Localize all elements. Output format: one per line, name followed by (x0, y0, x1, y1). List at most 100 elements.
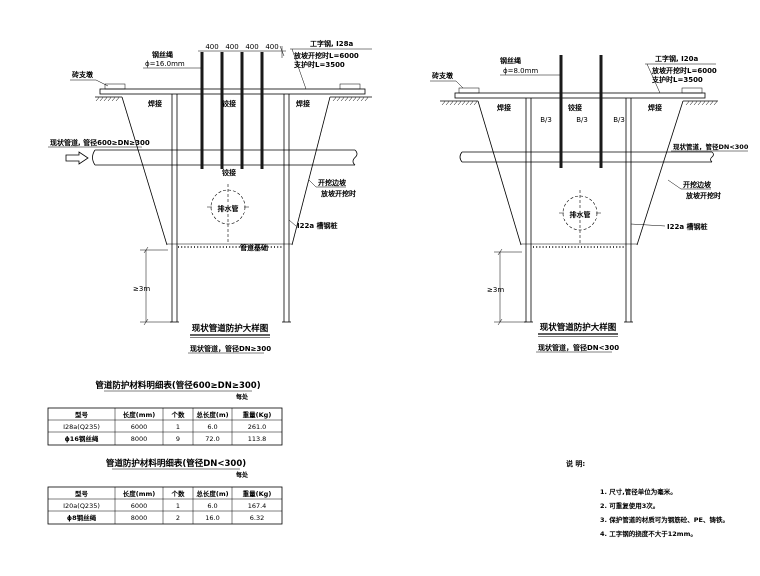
span-label: B/3 (540, 116, 552, 124)
pier-label: 砖支墩 (72, 70, 94, 79)
dimension-tick (497, 318, 503, 326)
slope-leader (667, 179, 682, 190)
dimension-label: 400 (225, 43, 238, 51)
beam-leader (646, 63, 661, 94)
wire-rope (240, 52, 244, 169)
slope-note: 放坡开挖时 (685, 191, 721, 200)
table-title: 管道防护材料明细表(管径600≥DN≥300) (95, 380, 260, 391)
depth-label: ≥3m (487, 286, 504, 294)
detail-subtitle: 现状管道，管径DN≥300 (190, 344, 271, 353)
weld-label-left: 焊接 (148, 99, 162, 108)
brick-pier-left (104, 83, 126, 90)
ground-hatch-mark (103, 97, 108, 102)
hinge-label-bottom: 铰接 (221, 168, 236, 177)
table-unit: 每处 (235, 471, 249, 479)
weld-label-right: 焊接 (296, 99, 310, 108)
beam-leader (291, 48, 307, 90)
table-cell: 2 (176, 514, 180, 522)
ground-hatch-mark (115, 97, 120, 102)
table-unit: 每处 (235, 393, 249, 401)
table-cell: 8000 (131, 514, 148, 522)
ground-hatch-mark (713, 101, 718, 106)
note-item: 4. 工字钢的挠度不大于12mm。 (600, 529, 697, 538)
weld-label-right: 焊接 (648, 103, 662, 112)
dimension-label: 400 (245, 43, 258, 51)
table-cell: 261.0 (248, 423, 267, 431)
rope-label: 钢丝绳 (152, 50, 173, 59)
pile-label: Ⅰ22a 槽钢桩 (667, 222, 708, 231)
ground-hatch-mark (693, 101, 698, 106)
ground-hatch-mark (95, 97, 100, 102)
table-cell: 1 (176, 423, 180, 431)
ground-hatch (441, 101, 478, 106)
pipe-label: 现状管道，管径DN<300 (673, 142, 749, 151)
note-item: 3. 保护管道的材质可为钢筋砼、PE、铸铁。 (600, 515, 729, 524)
table-header: 重量(Kg) (243, 410, 272, 419)
table-cell: 6.0 (207, 502, 217, 510)
ground-hatch-mark (107, 97, 112, 102)
table-cell: ϕ8钢丝绳 (67, 513, 97, 522)
table-header: 重量(Kg) (243, 489, 272, 498)
slope-label: 开挖边坡 (683, 180, 712, 189)
pipe-break (710, 151, 714, 163)
table-cell: 6.0 (207, 423, 217, 431)
table-header: 长度(mm) (123, 489, 156, 498)
brick-pier-right (339, 83, 361, 90)
table-cell: 8000 (131, 435, 148, 443)
dimension-tick (497, 248, 503, 256)
ground-hatch-mark (701, 101, 706, 106)
ground-hatch-mark (697, 101, 702, 106)
dimension-label: 400 (265, 43, 278, 51)
i-beam (99, 88, 366, 95)
ground-hatch-mark (336, 97, 341, 102)
beam-length-slope: 放坡开挖时L=6000 (293, 51, 359, 60)
weld-label-left: 焊接 (497, 103, 511, 112)
ground-hatch-mark (461, 101, 466, 106)
table-header: 个数 (171, 489, 186, 498)
foundation-label: 管道基础 (240, 243, 268, 252)
ground-hatch-mark (352, 97, 357, 102)
pier-label: 砖支墩 (432, 71, 454, 80)
detail-title: 现状管道防护大样图 (192, 323, 269, 334)
brick-pier-right (681, 87, 703, 94)
drain-label: 排水管 (218, 204, 239, 213)
ground-hatch-mark (344, 97, 349, 102)
rope-diameter: ϕ=16.0mm (145, 60, 185, 68)
ground-hatch-mark (465, 101, 470, 106)
notes-heading: 说 明: (566, 459, 585, 468)
dimension-tick (143, 318, 149, 326)
table-border (47, 407, 283, 446)
pile-leader (288, 219, 297, 227)
table-cell: 6.32 (250, 514, 264, 522)
brick-pier-left (458, 87, 480, 94)
hinge-label-top: 铰接 (221, 99, 236, 108)
ground-hatch-mark (685, 101, 690, 106)
ground-hatch-mark (453, 101, 458, 106)
ground-hatch-mark (360, 97, 365, 102)
ground-hatch-mark (356, 97, 361, 102)
flow-arrow-icon (65, 151, 89, 165)
beam-length-slope: 放坡开挖时L=6000 (651, 66, 717, 75)
ground-hatch-mark (689, 101, 694, 106)
table-header: 型号 (75, 410, 89, 419)
ground-hatch-mark (340, 97, 345, 102)
wire-rope (559, 55, 563, 168)
pipe-break (352, 149, 358, 166)
material-table-1: 管道防护材料明细表(管径600≥DN≥300) 每处 型号 长度(mm) 个数 … (47, 380, 283, 446)
i-beam (454, 92, 706, 99)
table-cell: ϕ16钢丝绳 (65, 434, 99, 443)
table-title: 管道防护材料明细表(管径DN<300) (106, 458, 246, 469)
excavation-slope-left (477, 100, 522, 246)
pile-leader (630, 223, 666, 227)
beam-length-support: 支护时L=3500 (651, 75, 703, 84)
left-detail: 400 400 400 400 钢丝绳 ϕ=16.0mm 工字钢, Ⅰ28a 放… (48, 39, 372, 354)
table-cell: 113.8 (248, 435, 267, 443)
table-header: 型号 (75, 489, 89, 498)
pier-leader (95, 79, 109, 87)
pile-label: Ⅰ22a 槽钢桩 (297, 221, 338, 230)
pier-leader (455, 80, 464, 89)
ground-hatch-mark (469, 101, 474, 106)
excavation-slope-right (291, 96, 331, 246)
slope-label: 开挖边坡 (318, 178, 347, 187)
